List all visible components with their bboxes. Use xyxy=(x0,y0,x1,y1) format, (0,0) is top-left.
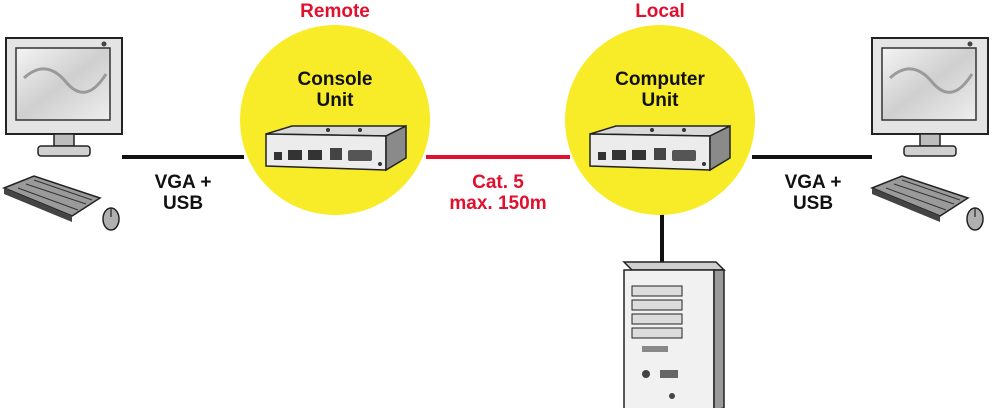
left-cable-label-line-2: USB xyxy=(162,192,204,214)
computer-unit-title: Computer Unit xyxy=(580,69,740,112)
left-cable-label: VGA + USB xyxy=(120,172,246,215)
computer-unit-title-line-1: Computer xyxy=(615,69,705,90)
pc-tower-icon xyxy=(622,261,726,408)
console-unit-box-icon xyxy=(265,124,407,172)
console-unit-title: Console Unit xyxy=(255,69,415,112)
local-keyboard-icon xyxy=(870,175,970,222)
remote-keyboard-icon xyxy=(2,175,102,222)
middle-cable-label-line-1: Cat. 5 xyxy=(472,172,524,193)
computer-unit-title-line-2: Unit xyxy=(641,89,679,111)
right-cable-label: VGA + USB xyxy=(750,172,876,215)
right-cable-label-line-1: VGA + xyxy=(784,172,842,193)
local-mouse-icon xyxy=(966,207,984,231)
local-label: Local xyxy=(635,1,685,22)
console-unit-title-line-1: Console xyxy=(297,69,373,90)
middle-cable-label: Cat. 5 max. 150m xyxy=(420,172,576,215)
remote-mouse-icon xyxy=(102,207,120,231)
remote-monitor-icon xyxy=(5,37,123,157)
middle-cable-label-line-2: max. 150m xyxy=(449,192,547,214)
local-monitor-icon xyxy=(871,37,989,157)
console-unit-title-line-2: Unit xyxy=(316,89,354,111)
computer-unit-circle xyxy=(565,25,755,215)
left-cable-label-line-1: VGA + xyxy=(154,172,212,193)
computer-unit-box-icon xyxy=(589,124,731,172)
right-cable-label-line-2: USB xyxy=(792,192,834,214)
console-unit-circle xyxy=(240,25,430,215)
remote-label: Remote xyxy=(300,1,370,22)
